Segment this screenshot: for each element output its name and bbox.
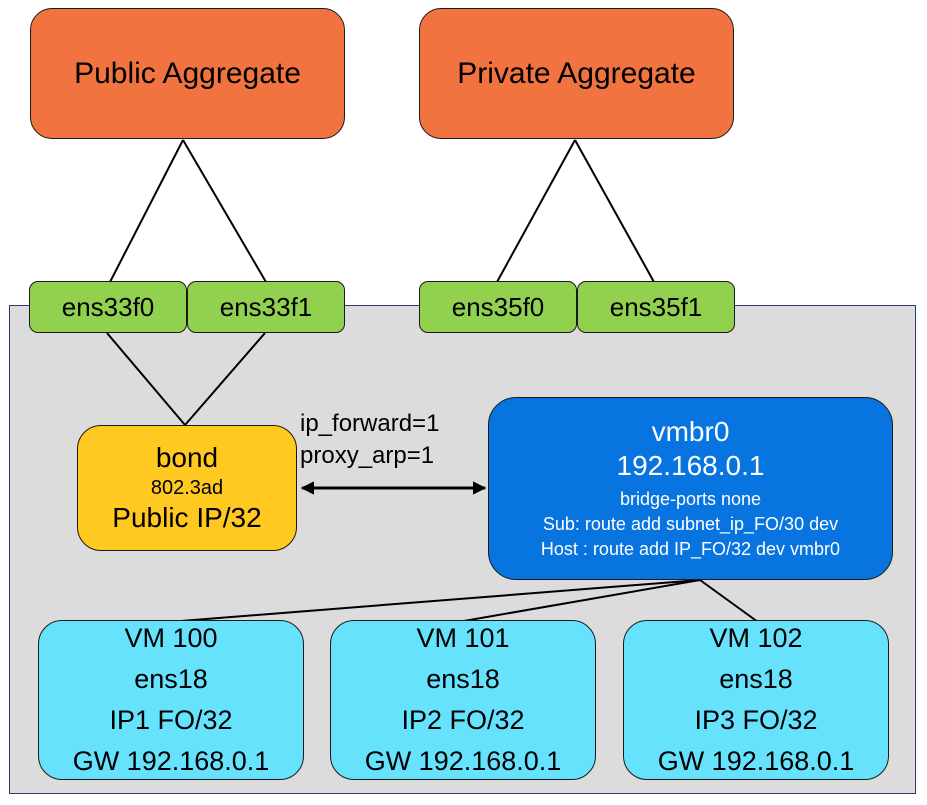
- forwarding-settings: ip_forward=1 proxy_arp=1: [300, 408, 490, 472]
- vmbr-ports: bridge-ports none: [619, 489, 762, 509]
- link-ens33f1-bond: [184, 332, 266, 426]
- vmbr0-bridge: vmbr0 192.168.0.1 bridge-ports none Sub:…: [488, 397, 893, 580]
- vm-gw: GW 192.168.0.1: [364, 746, 562, 776]
- vmbr-name: vmbr0: [651, 416, 730, 447]
- nic-ens35f0: ens35f0: [419, 281, 577, 333]
- nic-ens35f0-label: ens35f0: [451, 291, 545, 322]
- public-aggregate-label: Public Aggregate: [74, 56, 301, 90]
- vm-100: VM 100 ens18 IP1 FO/32 GW 192.168.0.1: [38, 620, 304, 780]
- link-private-ens35f1: [574, 139, 655, 283]
- bond-box: bond 802.3ad Public IP/32: [77, 425, 297, 551]
- vm-gw: GW 192.168.0.1: [72, 746, 270, 776]
- proxy-arp-label: proxy_arp=1: [300, 442, 435, 469]
- link-public-ens33f0: [109, 139, 184, 283]
- link-private-ens35f0: [496, 139, 576, 283]
- vmbr-ip: 192.168.0.1: [616, 450, 765, 481]
- bond-mode: 802.3ad: [150, 477, 224, 499]
- link-vmbr-vm101: [457, 579, 701, 623]
- private-aggregate: Private Aggregate: [419, 8, 734, 139]
- nic-ens33f1: ens33f1: [187, 281, 345, 333]
- vm-iface: ens18: [134, 664, 208, 694]
- vm-ip: IP3 FO/32: [694, 705, 818, 735]
- vm-iface: ens18: [719, 664, 793, 694]
- nic-ens35f1-label: ens35f1: [609, 291, 703, 322]
- vm-name: VM 101: [416, 623, 510, 653]
- vmbr-host-route: Host : route add IP_FO/32 dev vmbr0: [540, 539, 841, 559]
- vmbr-sub-route: Sub: route add subnet_ip_FO/30 dev: [542, 514, 839, 534]
- nic-ens33f1-label: ens33f1: [219, 291, 313, 322]
- vm-102: VM 102 ens18 IP3 FO/32 GW 192.168.0.1: [623, 620, 889, 780]
- ip-forward-label: ip_forward=1: [300, 410, 440, 437]
- nic-ens33f0: ens33f0: [29, 281, 187, 333]
- vm-iface: ens18: [426, 664, 500, 694]
- link-ens33f0-bond: [106, 332, 186, 426]
- bond-ip: Public IP/32: [112, 502, 262, 533]
- vm-name: VM 100: [124, 623, 218, 653]
- public-aggregate: Public Aggregate: [30, 8, 345, 139]
- vm-gw: GW 192.168.0.1: [657, 746, 855, 776]
- bond-title: bond: [155, 442, 219, 473]
- vm-101: VM 101 ens18 IP2 FO/32 GW 192.168.0.1: [330, 620, 596, 780]
- vm-ip: IP2 FO/32: [401, 705, 525, 735]
- link-public-ens33f1: [182, 139, 267, 283]
- nic-ens33f0-label: ens33f0: [61, 291, 155, 322]
- vm-name: VM 102: [709, 623, 803, 653]
- nic-ens35f1: ens35f1: [577, 281, 735, 333]
- link-vmbr-vm102: [699, 579, 759, 623]
- vm-ip: IP1 FO/32: [109, 705, 233, 735]
- private-aggregate-label: Private Aggregate: [457, 56, 696, 90]
- link-vmbr-vm100: [167, 579, 701, 623]
